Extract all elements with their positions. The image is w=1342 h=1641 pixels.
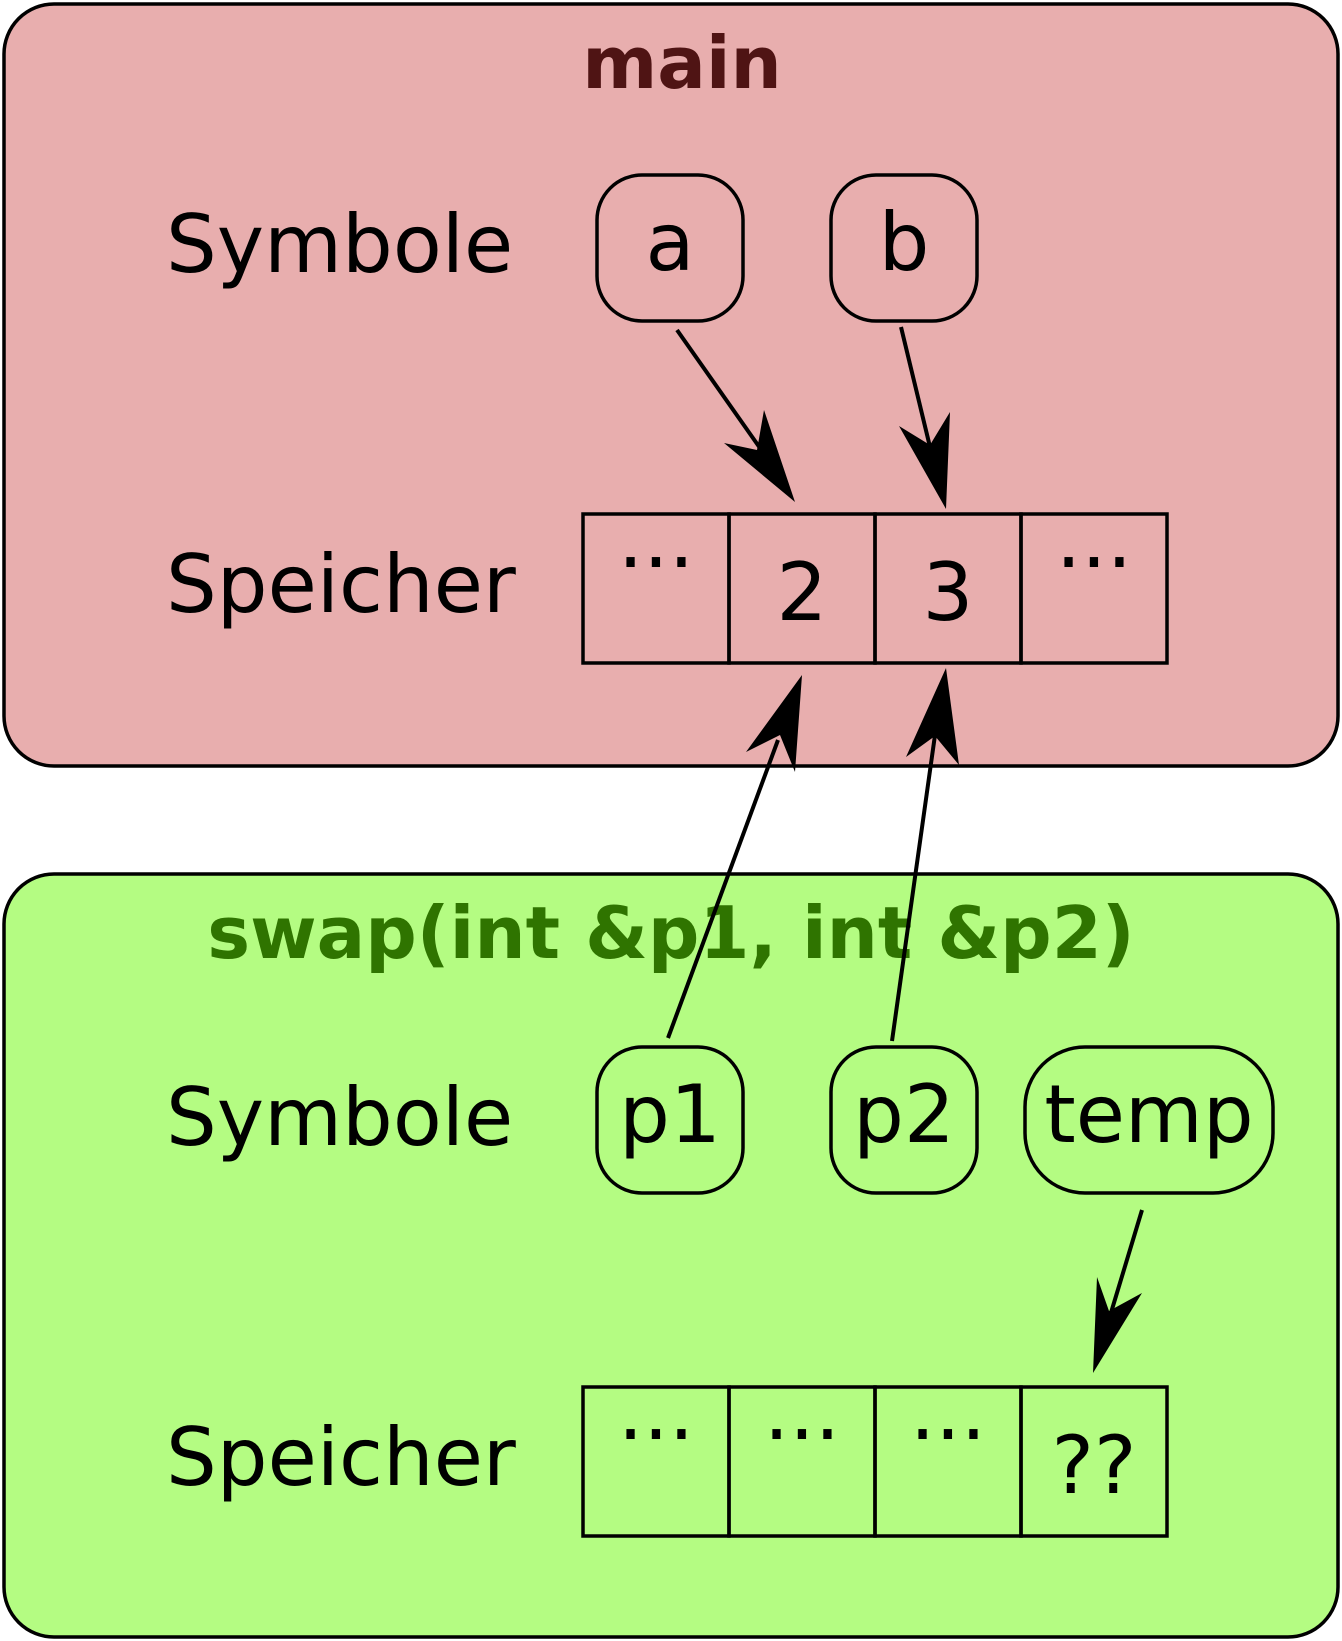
swap-frame-title: swap(int &p1, int &p2) [207,891,1134,975]
symbol-a-text: a [645,196,694,289]
swap-memory-cells: ··· ··· ··· ?? [581,1385,1169,1538]
main-cell-3-text: 3 [923,546,974,639]
swap-cell-2-text: ··· [764,1388,840,1481]
symbol-a: a [595,173,745,323]
arrow-p1-head [746,675,802,772]
symbol-p1-box [595,1045,745,1195]
symbol-temp-text: temp [1044,1068,1253,1161]
reference-arrows [666,326,1144,1373]
symbol-temp: temp [1023,1045,1275,1195]
swap-cell-3-text: ··· [910,1388,986,1481]
arrow-p1-line [666,739,780,1039]
swap-cell-4 [1019,1385,1169,1538]
main-cell-4-text: ··· [1056,516,1132,609]
main-frame-title: main [582,21,782,105]
main-frame-box [2,2,1340,768]
main-cell-1-text: ··· [618,516,694,609]
swap-memory-label: Speicher [166,1411,516,1504]
symbol-temp-box [1023,1045,1275,1195]
arrow-temp-line [1108,1209,1144,1317]
arrow-a-line [675,328,769,460]
swap-symbols-label: Symbole [166,1071,513,1164]
arrow-a-head [724,410,795,502]
symbol-p2-text: p2 [853,1068,955,1161]
symbol-b-text: b [879,196,930,289]
arrow-b-line [899,326,932,448]
symbol-p1-text: p1 [619,1068,721,1161]
swap-cell-1-text: ··· [618,1388,694,1481]
arrow-p2-head [906,668,959,765]
swap-frame-box [2,872,1340,1639]
arrow-b-head [899,412,950,509]
swap-frame: swap(int &p1, int &p2) Symbole Speicher … [2,872,1340,1639]
symbol-p2-box [829,1045,979,1195]
arrow-temp-head [1093,1277,1142,1373]
symbol-p1: p1 [595,1045,745,1195]
main-memory-label: Speicher [166,538,516,631]
main-cell-2-text: 2 [777,546,828,639]
arrow-p2-line [890,734,937,1042]
symbol-p2: p2 [829,1045,979,1195]
symbol-b: b [829,173,979,323]
swap-cell-4-text: ?? [1052,1419,1137,1512]
main-frame: main Symbole Speicher a b ··· 2 3 ··· [2,2,1340,768]
symbol-b-box [829,173,979,323]
main-cell-4 [1019,512,1169,665]
main-symbols-label: Symbole [166,198,513,291]
symbol-a-box [595,173,745,323]
main-memory-cells: ··· 2 3 ··· [581,512,1169,665]
